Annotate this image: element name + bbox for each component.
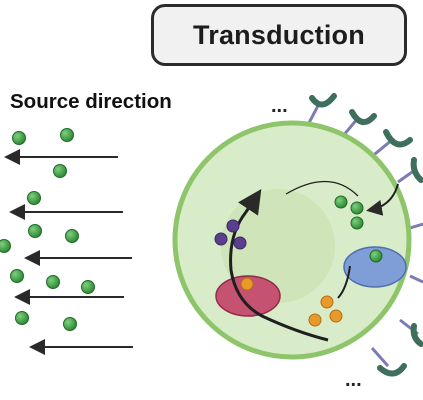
ligand-molecule-icon	[15, 311, 29, 325]
ligand-molecule-icon	[0, 239, 11, 253]
orange-molecule	[240, 277, 254, 291]
purple-molecule	[214, 232, 228, 246]
receptor-icon	[309, 93, 337, 108]
ligand-molecule-icon	[63, 317, 77, 331]
signal-path-upper	[285, 180, 359, 197]
signal-pathway-arrow	[229, 189, 329, 342]
ligand-molecule-icon	[27, 191, 41, 205]
purple-molecule	[233, 236, 247, 250]
ligand-molecule-icon	[12, 131, 26, 145]
ellipsis-top: ...	[271, 95, 288, 117]
ligand-molecule-icon	[53, 164, 67, 178]
ligand-molecule-icon	[81, 280, 95, 294]
title-box: Transduction	[151, 4, 407, 66]
ligand-molecule-icon	[60, 128, 74, 142]
ligand-molecule-icon	[65, 229, 79, 243]
ligand-molecule-icon	[350, 216, 364, 230]
ligand-molecule-icon	[350, 201, 364, 215]
ligand-molecule-icon	[46, 275, 60, 289]
source-arrows	[4, 149, 133, 355]
receptor-icon	[410, 157, 423, 183]
receptor-icon	[349, 109, 377, 125]
orange-molecule	[320, 295, 334, 309]
blue-to-orange-path	[337, 265, 351, 299]
ligand-molecule-icon	[369, 249, 383, 263]
receptor-stalk	[409, 222, 423, 230]
diagram-title: Transduction	[193, 19, 365, 50]
receptor-icon	[383, 129, 413, 148]
source-direction-label: Source direction	[10, 90, 172, 113]
cell-nucleus	[221, 189, 335, 303]
purple-molecule	[226, 219, 240, 233]
blue-organelle	[343, 246, 407, 288]
ligand-molecule-icon	[334, 195, 348, 209]
receptor-icon	[410, 323, 423, 347]
receptor-to-cell-arrow	[366, 183, 399, 216]
red-organelle	[215, 275, 281, 317]
receptor-stalk	[409, 274, 423, 284]
receptor-stalk	[370, 347, 390, 367]
ligand-molecules	[0, 128, 95, 331]
ligand-molecule-icon	[28, 224, 42, 238]
orange-molecule	[308, 313, 322, 327]
ligand-molecule-icon	[10, 269, 24, 283]
orange-molecule	[329, 309, 343, 323]
receptor-icon	[377, 363, 407, 377]
ellipsis-bottom: ...	[345, 369, 362, 391]
